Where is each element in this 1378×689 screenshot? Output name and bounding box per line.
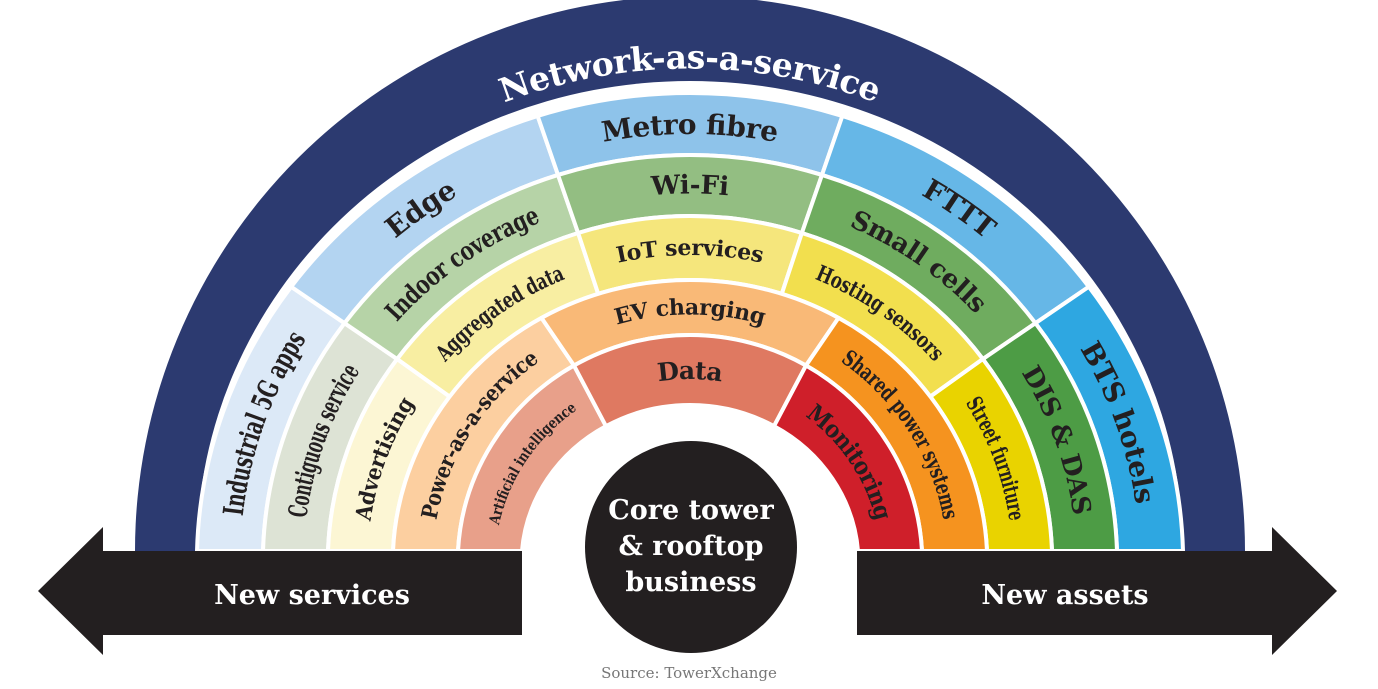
right-arrow: New assets: [857, 527, 1337, 655]
core-circle: Core tower & rooftop business: [585, 441, 797, 653]
source-note: Source: TowerXchange: [601, 664, 777, 682]
label-data: Data: [656, 355, 725, 386]
right-arrow-shape: [857, 527, 1337, 655]
segment-monitoring: [772, 363, 924, 553]
left-arrow-shape: [38, 527, 522, 655]
core-line-3: business: [625, 567, 756, 598]
left-arrow-label: New services: [214, 580, 410, 611]
core-line-1: Core tower: [608, 495, 774, 526]
core-circle-shape: [585, 441, 797, 653]
right-arrow-label: New assets: [981, 580, 1148, 611]
left-arrow: New services: [38, 527, 522, 655]
core-line-2: & rooftop: [619, 531, 764, 562]
network-as-a-service-band: [135, 0, 1245, 551]
